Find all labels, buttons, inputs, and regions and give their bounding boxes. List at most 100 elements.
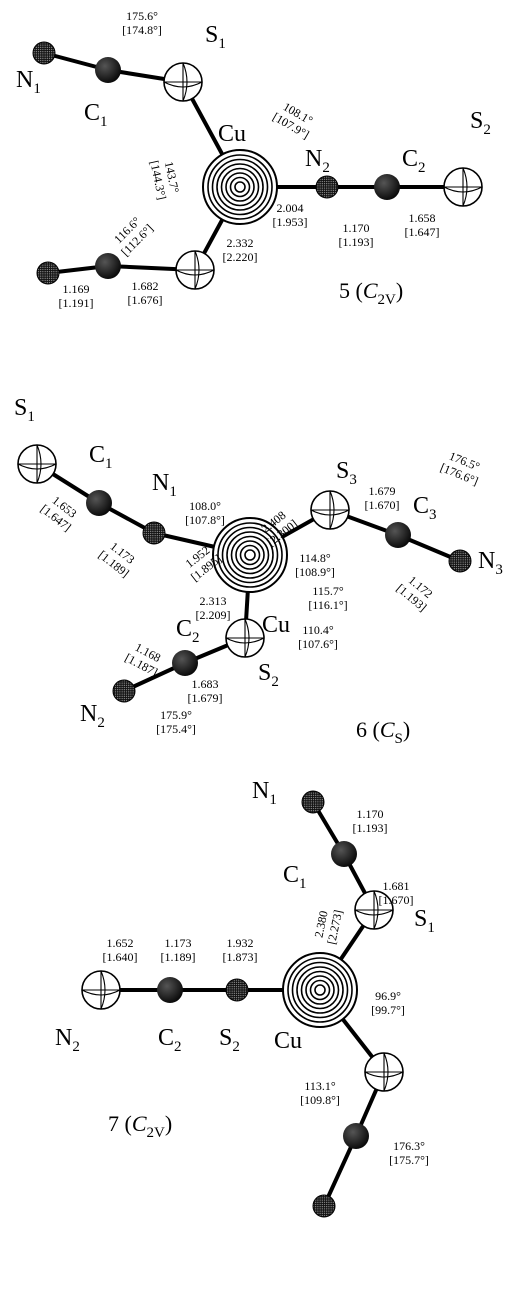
- label-s2: S2: [219, 1025, 240, 1055]
- svg-text:175.6°: 175.6°: [126, 9, 158, 23]
- measure-s3-c3: 1.679[1.670]: [365, 484, 400, 512]
- atom-s1: [17, 444, 57, 484]
- label-c1: C1: [84, 100, 108, 130]
- atom-c-lower: [343, 1123, 369, 1149]
- measure-c1-n1: 1.173[1.189]: [96, 539, 138, 580]
- measure-n1-c1: 1.170[1.193]: [353, 807, 388, 835]
- svg-text:[1.670]: [1.670]: [365, 498, 400, 512]
- measure-c3-n3: 1.172[1.193]: [394, 573, 436, 614]
- caption-6: 6 (CS): [356, 717, 410, 747]
- svg-text:1.681: 1.681: [383, 879, 410, 893]
- measure-angle-n2-c2-s2: 175.9°[175.4°]: [156, 708, 196, 736]
- svg-text:96.9°: 96.9°: [375, 989, 401, 1003]
- svg-text:[1.670]: [1.670]: [379, 893, 414, 907]
- atom-s1: [354, 890, 394, 930]
- svg-text:[1.647]: [1.647]: [405, 225, 440, 239]
- measure-s1-c1: 1.653[1.647]: [38, 493, 80, 534]
- measure-cu-s1: 2.380[2.273]: [311, 909, 345, 946]
- label-c1: C1: [283, 862, 307, 892]
- atom-c-lower: [95, 253, 121, 279]
- atom-s2: [225, 618, 265, 658]
- svg-text:1.173: 1.173: [165, 936, 192, 950]
- svg-text:[1.676]: [1.676]: [128, 293, 163, 307]
- svg-text:176.3°: 176.3°: [393, 1139, 425, 1153]
- svg-text:108.0°: 108.0°: [189, 499, 221, 513]
- svg-text:[175.7°]: [175.7°]: [389, 1153, 429, 1167]
- svg-text:1.169: 1.169: [63, 282, 90, 296]
- svg-text:[1.640]: [1.640]: [103, 950, 138, 964]
- svg-text:[1.193]: [1.193]: [353, 821, 388, 835]
- label-n2: N2: [55, 1025, 80, 1055]
- atom-s2: [443, 167, 483, 207]
- svg-text:143.7°: 143.7°: [162, 160, 182, 194]
- label-s2: S2: [470, 108, 491, 138]
- atom-s1: [163, 62, 203, 102]
- measure-n2-c2: 1.652[1.640]: [103, 936, 138, 964]
- atom-c2: [172, 650, 198, 676]
- label-c2: C2: [158, 1025, 182, 1055]
- measure-cu-s: 2.332[2.220]: [223, 236, 258, 264]
- svg-text:2.380: 2.380: [311, 910, 330, 939]
- svg-text:[99.7°]: [99.7°]: [371, 1003, 405, 1017]
- svg-text:175.9°: 175.9°: [160, 708, 192, 722]
- label-s3: S3: [336, 458, 357, 488]
- atom-s-lower: [364, 1052, 404, 1092]
- svg-text:1.652: 1.652: [107, 936, 134, 950]
- label-n2: N2: [305, 146, 330, 176]
- svg-text:114.8°: 114.8°: [299, 551, 331, 565]
- label-n2: N2: [80, 701, 105, 731]
- atom-n1: [301, 790, 325, 814]
- svg-text:[107.6°]: [107.6°]: [298, 637, 338, 651]
- label-cu: Cu: [274, 1028, 302, 1054]
- svg-text:[1.193]: [1.193]: [339, 235, 374, 249]
- measure-angle-n1-cu-s3: 108.0°[107.8°]: [185, 499, 225, 527]
- label-s1: S1: [205, 22, 226, 52]
- svg-text:[116.1°]: [116.1°]: [308, 598, 347, 612]
- svg-text:2.004: 2.004: [277, 201, 304, 215]
- label-n1: N1: [252, 778, 277, 808]
- measure-angle-s-c-n: 176.3°[175.7°]: [389, 1139, 429, 1167]
- atom-c3: [385, 522, 411, 548]
- label-n1: N1: [152, 470, 177, 500]
- measure-n2-c2: 1.170[1.193]: [339, 221, 374, 249]
- measure-c2-s2: 1.658[1.647]: [405, 211, 440, 239]
- atom-s3: [310, 490, 350, 530]
- svg-text:[1.191]: [1.191]: [59, 296, 94, 310]
- atom-n-lower: [36, 261, 60, 285]
- svg-text:1.932: 1.932: [227, 936, 254, 950]
- atom-cu: [212, 517, 288, 593]
- svg-text:1.658: 1.658: [409, 211, 436, 225]
- svg-text:[1.189]: [1.189]: [161, 950, 196, 964]
- svg-text:1.682: 1.682: [132, 279, 159, 293]
- atom-c2: [374, 174, 400, 200]
- svg-text:1.170: 1.170: [343, 221, 370, 235]
- measure-cu-s2: 2.313[2.209]: [196, 594, 231, 622]
- label-c1: C1: [89, 442, 113, 472]
- label-c3: C3: [413, 493, 437, 523]
- atom-s2: [225, 978, 249, 1002]
- label-s2: S2: [258, 660, 279, 690]
- label-s1: S1: [14, 395, 35, 425]
- svg-text:2.313: 2.313: [200, 594, 227, 608]
- svg-text:[2.220]: [2.220]: [223, 250, 258, 264]
- atom-n2: [315, 175, 339, 199]
- atom-n1: [142, 521, 166, 545]
- measure-angle-cu-s3-c3: 114.8°[108.9°]: [295, 551, 335, 579]
- svg-text:1.170: 1.170: [357, 807, 384, 821]
- svg-text:110.4°: 110.4°: [302, 623, 334, 637]
- measure-cu-n2: 2.004[1.953]: [273, 201, 308, 229]
- measure-c-s: 1.682[1.676]: [128, 279, 163, 307]
- measure-angle-cu-s-c: 113.1°[109.8°]: [300, 1079, 340, 1107]
- label-n1: N1: [16, 67, 41, 97]
- label-cu: Cu: [218, 121, 246, 147]
- svg-text:1.679: 1.679: [369, 484, 396, 498]
- atom-n2: [81, 970, 121, 1010]
- atom-c1: [86, 490, 112, 516]
- atom-c1: [331, 841, 357, 867]
- svg-text:[108.9°]: [108.9°]: [295, 565, 335, 579]
- measure-n-c: 1.169[1.191]: [59, 282, 94, 310]
- atom-s-lower: [175, 250, 215, 290]
- atom-n-lower: [312, 1194, 336, 1218]
- svg-text:[2.209]: [2.209]: [196, 608, 231, 622]
